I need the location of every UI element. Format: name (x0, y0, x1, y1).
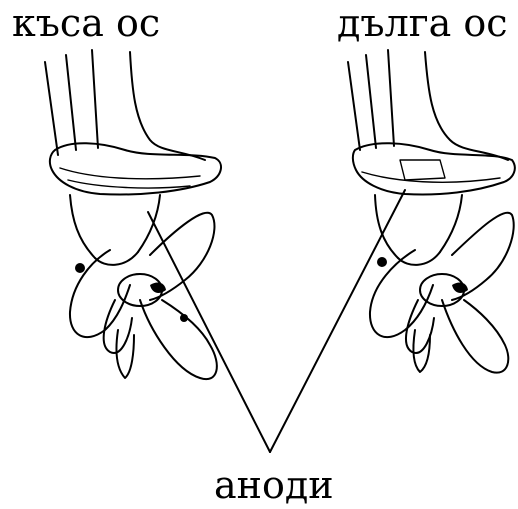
long-shaft-gear-housing (375, 195, 462, 258)
short-shaft-skeg (116, 330, 134, 378)
long-shaft-motor (348, 50, 515, 373)
short-shaft-label: къса ос (12, 4, 160, 42)
short-shaft-leg-lines (45, 50, 205, 160)
anodes-label: аноди (214, 466, 334, 504)
long-shaft-cavitation-plate (353, 143, 515, 194)
short-shaft-gear-housing (70, 195, 160, 258)
short-shaft-motor (45, 50, 221, 379)
anode-pointer-right (270, 190, 405, 452)
long-shaft-label: дълга ос (337, 4, 508, 42)
short-shaft-cavitation-plate (50, 143, 221, 194)
